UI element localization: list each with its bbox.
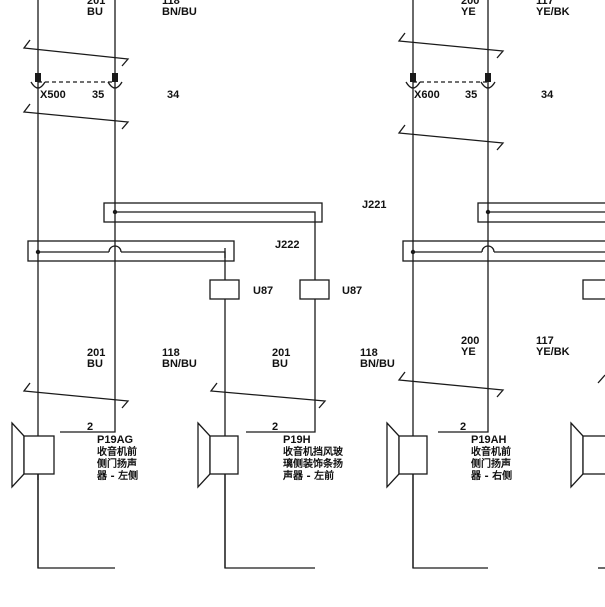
component-u87-b-label: U87 <box>342 285 362 297</box>
speaker-p19h-pin: 2 <box>272 421 278 433</box>
splice-j221-right <box>477 202 605 223</box>
speaker-p19ah-icon <box>386 421 428 489</box>
splice-j221-left <box>103 202 323 223</box>
speaker-p19ag-icon <box>11 421 55 489</box>
connector-x600-label: X600 <box>414 89 440 101</box>
mid-label-201-num: 201 <box>87 347 105 359</box>
splice-j222-label: J222 <box>275 239 299 251</box>
bottom-return-left <box>37 474 115 569</box>
speaker-p19ag-desc-3: 器 - 左侧 <box>96 469 138 482</box>
mid-label-201b-col: BU <box>272 358 288 370</box>
wire-label-118-num: 118 <box>162 0 180 7</box>
speaker-p19h-code: P19H <box>283 434 311 446</box>
speaker-p19ag-desc-1: 收音机前 <box>97 445 137 458</box>
wire-label-201-num: 201 <box>87 0 105 7</box>
wire-label-117-col: YE/BK <box>536 6 570 18</box>
connector-x600 <box>405 73 496 89</box>
speaker-partial-icon <box>570 421 605 489</box>
speaker-p19ah-desc-1: 收音机前 <box>471 445 511 458</box>
mid-label-200-num: 200 <box>461 335 479 347</box>
break-mark-low-right <box>397 371 505 398</box>
speaker-p19h-desc-2: 璃侧装饰条扬 <box>283 457 343 470</box>
splice-j221-label: J221 <box>362 199 386 211</box>
speaker-p19h-desc-1: 收音机挡风玻 <box>283 445 344 458</box>
speaker-p19h-desc-3: 声器 - 左前 <box>282 469 334 482</box>
speaker-p19ah-desc-2: 侧门扬声 <box>471 457 511 470</box>
break-mark-low-far-right <box>597 374 605 384</box>
mid-label-118b-num: 118 <box>360 347 378 359</box>
speaker-p19ag-pin: 2 <box>87 421 93 433</box>
mid-label-118b-col: BN/BU <box>360 358 395 370</box>
speaker-ah-return <box>438 418 489 433</box>
speaker-p19ah-desc-3: 器 - 右侧 <box>470 469 512 482</box>
break-mark-mid-right <box>397 124 505 151</box>
speaker-h-return <box>246 418 316 433</box>
mid-label-200-col: YE <box>461 346 476 358</box>
component-u87-a <box>209 279 240 300</box>
component-u87-c <box>582 279 605 300</box>
break-mark-top-right <box>397 32 505 59</box>
speaker-ag-return <box>60 418 116 433</box>
speaker-p19h-icon <box>197 421 239 489</box>
mid-label-117-num: 117 <box>536 335 554 347</box>
speaker-p19ah-pin: 2 <box>460 421 466 433</box>
connector-x500-pin: 35 <box>92 89 104 101</box>
splice-j222-left <box>27 240 235 262</box>
break-mark-mid-left <box>22 103 130 130</box>
connector-x500-label: X500 <box>40 89 66 101</box>
bottom-return-mid <box>224 474 315 569</box>
mid-label-201-col: BU <box>87 358 103 370</box>
wire-label-201-col: BU <box>87 6 103 18</box>
connector-x600-pin2: 34 <box>541 89 554 101</box>
wire-label-200-col: YE <box>461 6 476 18</box>
speaker-p19ag-code: P19AG <box>97 434 133 446</box>
mid-label-201b-num: 201 <box>272 347 290 359</box>
break-mark-top-left <box>22 39 130 67</box>
wire-label-117-num: 117 <box>536 0 554 7</box>
wire-label-118-col: BN/BU <box>162 6 197 18</box>
connector-x500-pin2: 34 <box>167 89 180 101</box>
break-mark-low-mid <box>209 382 327 409</box>
connector-x600-pin: 35 <box>465 89 477 101</box>
splice-j222-right <box>402 240 605 262</box>
speaker-p19ah-code: P19AH <box>471 434 507 446</box>
mid-label-118-col: BN/BU <box>162 358 197 370</box>
wire-label-200-num: 200 <box>461 0 479 7</box>
bottom-return-right <box>412 474 488 569</box>
speaker-p19ag-desc-2: 侧门扬声 <box>97 457 137 470</box>
mid-label-117-col: YE/BK <box>536 346 570 358</box>
connector-x500 <box>30 73 123 89</box>
mid-label-118-num: 118 <box>162 347 180 359</box>
break-mark-low-left <box>22 382 130 409</box>
component-u87-a-label: U87 <box>253 285 273 297</box>
component-u87-b <box>299 279 330 300</box>
